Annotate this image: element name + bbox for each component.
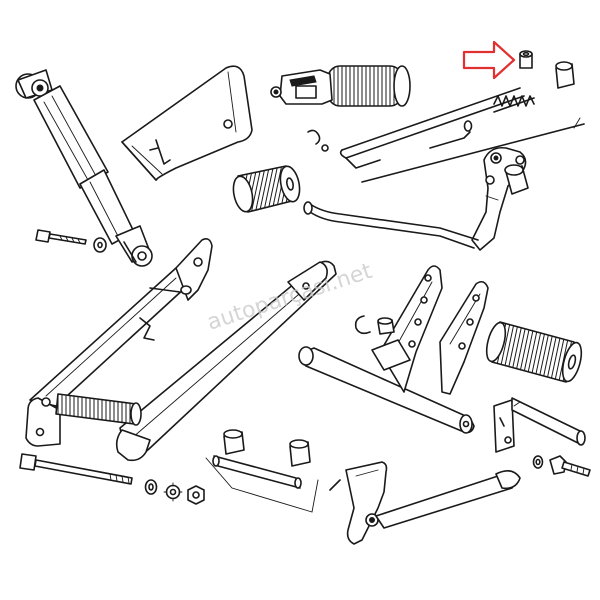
leader-lines bbox=[205, 457, 319, 513]
bushing-small-top-right bbox=[519, 50, 533, 69]
bushing-pair bbox=[223, 429, 311, 467]
small-bush-stand bbox=[377, 317, 395, 335]
split-pin bbox=[307, 129, 329, 152]
bushing-top-right bbox=[555, 61, 575, 89]
bolt-shock-mount bbox=[35, 229, 87, 245]
watermark: autoparçası.net bbox=[204, 259, 375, 336]
highlight-arrow-icon bbox=[462, 40, 516, 80]
bolt-footrest bbox=[549, 455, 591, 477]
frame-edge-lines bbox=[361, 117, 585, 183]
ribbed-roller bbox=[232, 165, 301, 213]
kickstart-lever-end bbox=[270, 69, 333, 105]
side-stand bbox=[329, 461, 521, 545]
kickstart-grip bbox=[327, 65, 411, 107]
spring bbox=[493, 95, 535, 113]
center-stand bbox=[298, 265, 489, 434]
shock-absorber bbox=[15, 69, 153, 267]
brake-rod bbox=[303, 201, 479, 249]
axle-bolt-long bbox=[19, 453, 133, 485]
washer-axle bbox=[144, 479, 158, 495]
pivot-pin bbox=[212, 455, 302, 489]
brake-pedal-bracket bbox=[471, 146, 527, 251]
chain-guard-cover bbox=[121, 65, 253, 181]
footrest-rubber bbox=[485, 321, 583, 383]
lock-washer-axle bbox=[163, 482, 183, 502]
bracket-pivot-bush bbox=[504, 164, 529, 195]
small-washer-rod bbox=[463, 120, 473, 132]
nut-axle bbox=[187, 485, 205, 505]
footrest-shaft bbox=[493, 397, 586, 453]
brake-rod-long bbox=[339, 87, 525, 169]
swingarm bbox=[25, 238, 337, 462]
washer-footrest bbox=[532, 455, 544, 469]
washer-shock-mount bbox=[93, 237, 107, 253]
circlip bbox=[354, 315, 371, 335]
